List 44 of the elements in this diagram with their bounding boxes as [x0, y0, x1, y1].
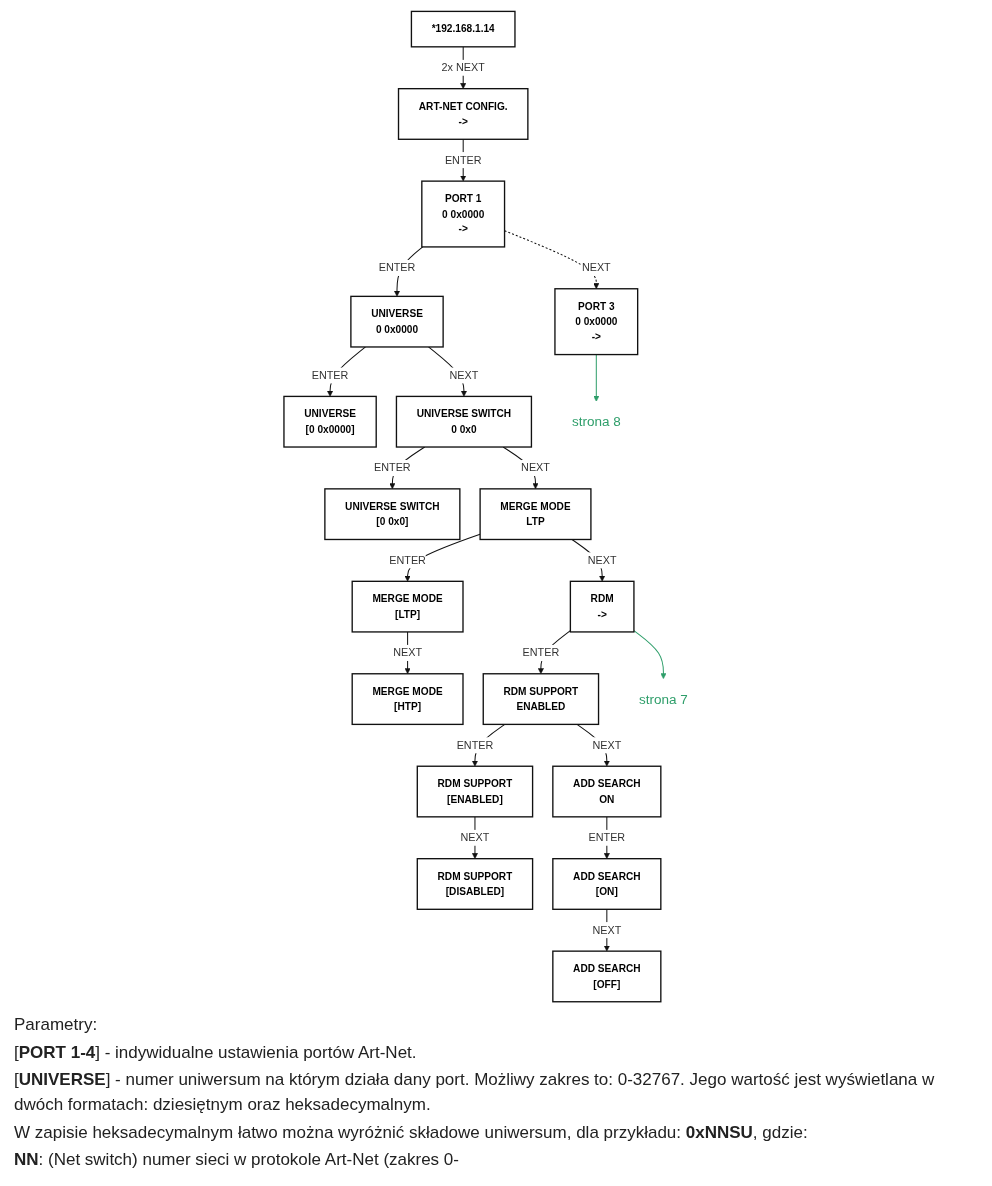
edge-label: 2x NEXT [441, 61, 485, 74]
note-text: [UNIVERSE] - numer uniwersum na którym działa dany port. Możliwy zakres to: 0-32767. Jego wartość jest wyświetlana w dwóch formatach: dziesiętnym oraz heksadecymalnym. [14, 1069, 936, 1117]
edge-label: ENTER [444, 154, 482, 166]
node-box: *192.168.1.14 [410, 10, 516, 48]
edge-label: ENTER [456, 739, 494, 751]
node-box: RDM SUPPORT ENABLED [482, 673, 600, 726]
edge-label: ENTER [522, 646, 560, 659]
node-box: UNIVERSE [0 0x0000] [283, 395, 377, 448]
node-box: ADD SEARCH ON [552, 765, 662, 818]
edge-label: ENTER [378, 261, 416, 274]
node-box: ART-NET CONFIG. -> [397, 88, 529, 140]
note-text: W zapisie heksadecymalnym łatwo można wyróżnić składowe uniwersum, dla przykładu: 0xNNSU, gdzie: [14, 1121, 809, 1144]
node-text: strona 8 [571, 414, 621, 430]
node-box: MERGE MODE [HTP] [351, 673, 464, 726]
edge-label: NEXT [393, 646, 422, 659]
edge-label: ENTER [588, 831, 626, 844]
node-box: UNIVERSE SWITCH [0 0x0] [324, 488, 461, 541]
edge-label: NEXT [592, 739, 622, 751]
node-text: strona 7 [639, 691, 688, 707]
note-text: Parametry: [14, 1014, 99, 1037]
edge-label: NEXT [460, 831, 490, 844]
node-box: RDM SUPPORT [DISABLED] [416, 858, 534, 910]
arrow [593, 354, 600, 402]
edge-label: NEXT [587, 554, 617, 566]
edge-label: NEXT [521, 461, 550, 474]
node-box: RDM SUPPORT [ENABLED] [416, 765, 534, 818]
node-box: PORT 3 0 0x0000 -> [554, 288, 639, 356]
note-text: NN: (Net switch) numer sieci w protokole Art-Net (zakres 0- [14, 1149, 460, 1172]
edge-label: NEXT [449, 369, 479, 381]
edge-label: NEXT [581, 261, 611, 274]
node-box: RDM -> [569, 580, 635, 633]
edge-label: ENTER [311, 369, 349, 381]
node-box: MERGE MODE LTP [479, 488, 592, 541]
node-box: UNIVERSE 0 0x0000 [350, 295, 444, 348]
arrow [633, 630, 667, 680]
edge-label: NEXT [592, 924, 622, 936]
node-box: ADD SEARCH [OFF] [552, 950, 662, 1003]
note-text: [PORT 1-4] - indywidualne ustawienia portów Art-Net. [14, 1041, 418, 1064]
node-box: ADD SEARCH [ON] [552, 858, 662, 910]
node-box: UNIVERSE SWITCH 0 0x0 [395, 395, 533, 448]
edge-label: ENTER [389, 554, 426, 566]
edge-label: ENTER [374, 461, 411, 474]
node-box: MERGE MODE [LTP] [351, 580, 464, 633]
node-box: PORT 1 0 0x0000 -> [421, 180, 506, 248]
